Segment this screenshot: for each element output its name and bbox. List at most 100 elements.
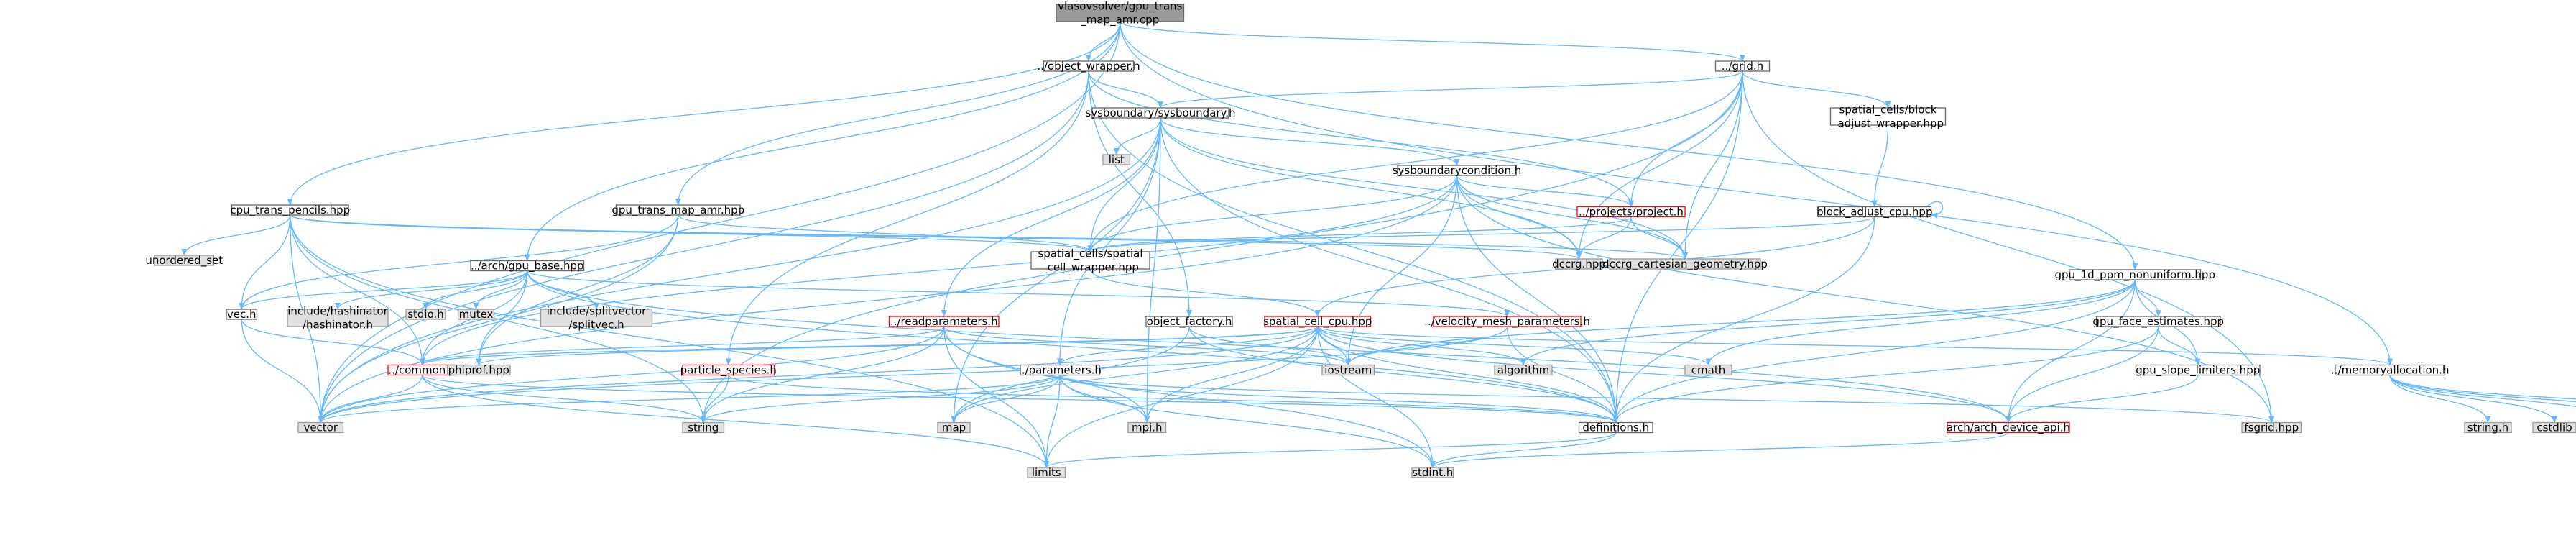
node-label: definitions.h <box>1582 421 1649 434</box>
edge-spatial-cell-cpu-to-phiprof <box>476 326 1319 366</box>
node-box <box>1411 467 1454 478</box>
node-label: mpi.h <box>1132 421 1163 434</box>
node-arch-gpu-base[interactable]: ../arch/gpu_base.hpp <box>470 260 585 273</box>
node-label: list <box>1109 153 1125 166</box>
node-label: spatial_cells/block <box>1839 104 1937 117</box>
node-box <box>2135 364 2261 376</box>
node-label: ../memoryallocation.h <box>2331 364 2449 377</box>
node-vector[interactable]: vector <box>297 421 344 434</box>
node-label: phiprof.hpp <box>448 364 509 377</box>
node-stdio[interactable]: stdio.h <box>405 308 446 321</box>
node-parameters[interactable]: ../parameters.h <box>1018 364 1102 377</box>
node-common[interactable]: ../common.h <box>387 364 457 377</box>
node-box <box>540 309 653 327</box>
node-root[interactable]: vlasovsolver/gpu_trans_map_amr.cpp <box>1056 0 1185 27</box>
node-mpi[interactable]: mpi.h <box>1127 421 1167 434</box>
dependency-edges <box>181 21 2576 468</box>
node-arch-device-api[interactable]: arch/arch_device_api.h <box>1947 421 2070 435</box>
edge-gpu-trans-map-amr-to-vec <box>239 214 679 310</box>
node-vec[interactable]: vec.h <box>226 308 258 321</box>
node-cpu-trans-pencils[interactable]: cpu_trans_pencils.hpp <box>230 204 350 217</box>
edge-block-adjust-cpu-to-definitions <box>1612 216 1875 424</box>
node-sysboundary[interactable]: sysboundary/sysboundary.h <box>1085 106 1235 119</box>
node-spatial-cell-cpu[interactable]: spatial_cell_cpu.hpp <box>1263 315 1372 329</box>
edge-sysboundary-to-vector <box>318 117 1161 424</box>
node-label: _map_amr.cpp <box>1080 14 1159 27</box>
node-unordered-set[interactable]: unordered_set <box>145 254 223 268</box>
node-object-wrapper[interactable]: ../object_wrapper.h <box>1037 60 1140 73</box>
edge-spatial-cell-cpu-to-arch-device-api <box>1317 326 2011 424</box>
node-label: ../velocity_mesh_parameters.h <box>1424 315 1590 329</box>
node-iostream[interactable]: iostream <box>1321 364 1375 377</box>
edge-grid-to-block-adjust-wrapper <box>1742 70 1891 109</box>
node-box <box>1264 316 1372 327</box>
node-label: ../projects/project.h <box>1579 206 1684 219</box>
node-readparameters[interactable]: ../readparameters.h <box>888 315 1000 328</box>
edge-common-to-vector <box>318 375 423 424</box>
node-dccrg-cartesian[interactable]: dccrg_cartesian_geometry.hpp <box>1602 257 1768 271</box>
node-string[interactable]: string <box>682 421 725 434</box>
node-projects-project[interactable]: ../projects/project.h <box>1576 206 1686 219</box>
node-fsgrid[interactable]: fsgrid.hpp <box>2241 421 2302 434</box>
node-gpu-slope-limiters[interactable]: gpu_slope_limiters.hpp <box>2135 364 2261 378</box>
edge-arch-device-api-to-stdint <box>1430 432 2009 468</box>
node-label: ../common.h <box>388 364 456 377</box>
node-map[interactable]: map <box>937 421 971 434</box>
edge-gpu-slope-limiters-to-arch-device-api <box>2005 375 2199 424</box>
edge-sysboundary-to-list <box>1113 117 1161 155</box>
edge-sysboundarycondition-to-common <box>419 175 1458 366</box>
node-dccrg[interactable]: dccrg.hpp <box>1552 257 1606 270</box>
node-box <box>682 421 725 434</box>
node-box <box>1043 60 1135 72</box>
node-box <box>470 260 585 272</box>
edge-cpu-trans-pencils-to-dccrg <box>290 214 1582 260</box>
edge-root-to-gpu-1d-ppm <box>1120 21 2138 270</box>
node-grid[interactable]: ../grid.h <box>1714 60 1771 73</box>
edge-readparameters-to-limits <box>943 326 1050 468</box>
edge-projects-project-to-spatial-cell-wrapper <box>1087 216 1632 252</box>
node-stdint[interactable]: stdint.h <box>1411 466 1454 479</box>
node-box <box>1127 421 1167 434</box>
edge-arch-gpu-base-to-stdio <box>423 270 528 310</box>
node-label: cpu_trans_pencils.hpp <box>230 204 350 217</box>
node-phiprof[interactable]: phiprof.hpp <box>446 364 511 377</box>
node-label: sysboundary/sysboundary.h <box>1085 106 1235 119</box>
node-box <box>937 421 971 434</box>
node-label: ../parameters.h <box>1018 364 1102 377</box>
node-label: map <box>942 421 966 434</box>
node-block-adjust-wrapper[interactable]: spatial_cells/block_adjust_wrapper.hpp <box>1829 104 1947 131</box>
node-box <box>1030 251 1150 270</box>
node-gpu-face-estimates[interactable]: gpu_face_estimates.hpp <box>2092 315 2224 329</box>
node-limits[interactable]: limits <box>1027 466 1066 479</box>
node-particle-species[interactable]: particle_species.h <box>680 364 777 378</box>
node-box <box>2069 269 2202 280</box>
node-gpu-1d-ppm[interactable]: gpu_1d_ppm_nonuniform.hpp <box>2055 268 2215 282</box>
node-box <box>1609 258 1761 270</box>
edge-vec-to-common <box>241 319 425 366</box>
node-definitions[interactable]: definitions.h <box>1578 421 1653 434</box>
node-splitvec[interactable]: include/splitvector/splitvec.h <box>540 305 653 332</box>
node-memoryallocation[interactable]: ../memoryallocation.h <box>2331 364 2449 377</box>
node-block-adjust-cpu[interactable]: block_adjust_cpu.hpp <box>1816 206 1932 219</box>
node-object-factory[interactable]: object_factory.h <box>1145 315 1233 329</box>
node-string-h[interactable]: string.h <box>2464 421 2512 434</box>
node-mutex[interactable]: mutex <box>457 308 495 321</box>
node-velocity-mesh-params[interactable]: ../velocity_mesh_parameters.h <box>1424 315 1590 329</box>
edge-object-wrapper-to-object-factory <box>1088 70 1192 317</box>
node-box <box>457 309 495 320</box>
node-label: vec.h <box>227 308 257 321</box>
edge-cpu-trans-pencils-to-common <box>290 214 425 366</box>
node-gpu-trans-map-amr[interactable]: gpu_trans_map_amr.hpp <box>611 204 744 217</box>
edge-sysboundary-to-parameters <box>1057 117 1161 366</box>
node-hashinator[interactable]: include/hashinator/hashinator.h <box>287 305 389 332</box>
node-spatial-cell-wrapper[interactable]: spatial_cells/spatial_cell_wrapper.hpp <box>1030 247 1150 275</box>
node-sysboundarycondition[interactable]: sysboundarycondition.h <box>1393 164 1522 177</box>
node-list[interactable]: list <box>1102 153 1131 166</box>
node-algorithm[interactable]: algorithm <box>1494 364 1553 377</box>
node-cstdlib[interactable]: cstdlib <box>2532 421 2576 434</box>
node-label: gpu_face_estimates.hpp <box>2092 315 2224 329</box>
node-cmath[interactable]: cmath <box>1684 364 1732 377</box>
edge-sysboundary-to-definitions <box>1160 117 1619 424</box>
node-label: vlasovsolver/gpu_trans <box>1058 0 1182 14</box>
edge-root-to-gpu-trans-map-amr <box>675 21 1121 206</box>
